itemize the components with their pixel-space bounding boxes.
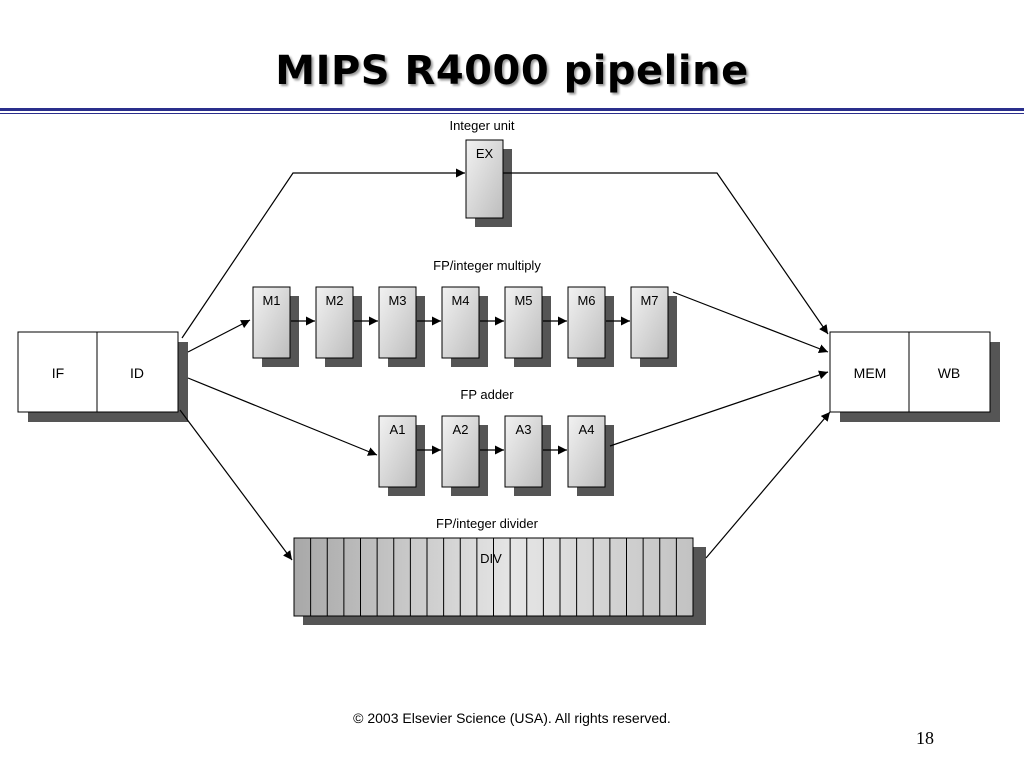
stage-box [378,415,417,488]
arrow-id-to-ex [181,168,465,339]
stage-label: A4 [579,422,595,437]
arrow-id-to-a1 [187,377,378,456]
stage-label: A1 [390,422,406,437]
id-stage-label: ID [130,365,144,381]
divider-block-label: DIV [480,551,502,566]
m-stage-m2: M2 [315,286,362,367]
multiply-unit-heading: FP/integer multiply [433,258,541,273]
stage-label: A3 [516,422,532,437]
m-stage-m1: M1 [252,286,299,367]
m-stage-m7: M7 [630,286,677,367]
copyright-notice: © 2003 Elsevier Science (USA). All right… [353,710,671,726]
a-stage-a4: A4 [567,415,614,496]
stage-label: M5 [514,293,532,308]
stage-label: M2 [325,293,343,308]
stage-label: M7 [640,293,658,308]
flow-arrows [179,168,831,561]
adder-unit-stages: A1 A2 A3 A4 [378,415,614,496]
stage-box [567,415,606,488]
m-stage-m4: M4 [441,286,488,367]
page-number: 18 [916,728,934,748]
a-stage-a2: A2 [441,415,488,496]
title-divider-thick [0,108,1024,111]
divider-block-segments [310,538,677,616]
stage-label: M4 [451,293,469,308]
arrow-id-to-m1 [187,319,251,353]
m-stage-m3: M3 [378,286,425,367]
stage-label: M1 [262,293,280,308]
if-stage-label: IF [52,365,64,381]
slide-title: MIPS R4000 pipeline [275,48,749,94]
multiply-unit-stages: M1 M2 M3 M4 M5 M6 M7 [252,286,677,367]
divider-unit-heading: FP/integer divider [436,516,539,531]
writeback-block: MEM WB [829,331,1000,422]
writeback-block-box [829,331,991,413]
mem-stage-label: MEM [854,365,887,381]
stage-box [378,286,417,359]
stage-box [630,286,669,359]
title-divider-thin [0,113,1024,114]
ex-stage-ex: EX [465,139,512,227]
stage-label: EX [476,146,494,161]
arrow-m7-to-mem [672,291,829,353]
a-stage-a1: A1 [378,415,425,496]
divider-block: DIV [293,537,706,625]
integer-unit-heading: Integer unit [449,118,514,133]
arrow-ex-to-mem [503,172,829,335]
stage-box [504,415,543,488]
stage-box [315,286,354,359]
a-stage-a3: A3 [504,415,551,496]
stage-box [465,139,504,219]
stage-connector-arrows [291,316,630,455]
stage-label: A2 [453,422,469,437]
integer-unit-stages: EX [465,139,512,227]
adder-unit-heading: FP adder [460,387,514,402]
decode-block-box [17,331,179,413]
wb-stage-label: WB [938,365,961,381]
stage-box [567,286,606,359]
arrow-id-to-div [179,409,293,561]
arrow-div-to-mem [705,411,831,559]
m-stage-m5: M5 [504,286,551,367]
stage-box [252,286,291,359]
stage-label: M6 [577,293,595,308]
m-stage-m6: M6 [567,286,614,367]
stage-box [441,286,480,359]
decode-block: IF ID [17,331,188,422]
stage-box [504,286,543,359]
arrow-a4-to-mem [609,370,829,447]
stage-box [441,415,480,488]
stage-label: M3 [388,293,406,308]
